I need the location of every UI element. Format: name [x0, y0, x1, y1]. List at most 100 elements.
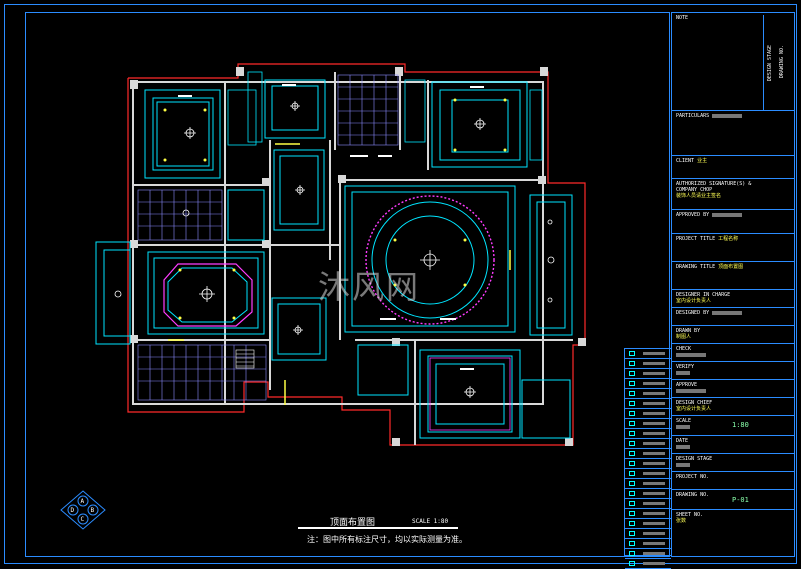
legend-row — [625, 529, 671, 539]
accent-lines — [168, 143, 511, 405]
chandelier-icon — [629, 411, 635, 416]
tb-approved: APPROVED BY — [672, 209, 794, 220]
legend-row — [625, 409, 671, 419]
title-underline — [298, 527, 458, 529]
drawing-border-inner — [25, 12, 670, 557]
plan-title: 顶面布置图 — [330, 518, 376, 528]
tb-drawno: DRAWING NO.P-01 — [672, 489, 794, 509]
tb-check: CHECK — [672, 343, 794, 360]
legend-row — [625, 449, 671, 459]
tb-vertical-strip: DESIGN STAGE DRAWING NO. — [763, 15, 792, 110]
room-corridor — [273, 149, 325, 231]
tb-vertical-stage: DESIGN STAGE — [767, 45, 773, 82]
room-dining — [147, 251, 265, 335]
lamp-icon — [629, 351, 635, 356]
tb-designed: DESIGNED BY — [672, 307, 794, 318]
legend-row — [625, 439, 671, 449]
dining-octagon-trim — [163, 263, 253, 327]
legend-row — [625, 539, 671, 549]
legend-row — [625, 489, 671, 499]
ceiling-lamps — [114, 101, 555, 398]
light-strip-icon — [629, 471, 635, 476]
legend-row — [625, 509, 671, 519]
legend-row — [625, 469, 671, 479]
downlight-icon — [629, 401, 635, 406]
legend-row — [625, 459, 671, 469]
tb-sheetno: SHEET NO.张数 — [672, 509, 794, 526]
sensor-icon — [629, 511, 635, 516]
title-block: NOTE DESIGN STAGE DRAWING NO. PARTICULAR… — [671, 12, 795, 557]
compass-label-a: A — [81, 498, 85, 505]
speaker-icon — [629, 521, 635, 526]
spotlight-icon — [629, 381, 635, 386]
tb-approve: APPROVE — [672, 379, 794, 396]
access-hatch-icon — [629, 541, 635, 546]
legend-row — [625, 549, 671, 559]
legend-row — [625, 429, 671, 439]
room-bathroom-2 — [271, 297, 327, 361]
legend-row — [625, 389, 671, 399]
room-tiled-left — [137, 189, 223, 241]
legend-row — [625, 479, 671, 489]
room-living — [344, 185, 516, 333]
downlight-icon — [629, 391, 635, 396]
tb-client: CLIENT 业主 — [672, 155, 794, 166]
room-kitchen — [357, 344, 571, 439]
legend-row — [625, 379, 671, 389]
dimension-labels — [178, 84, 484, 370]
spot-lights — [163, 98, 507, 320]
fan-icon — [629, 431, 635, 436]
tb-stage: DESIGN STAGE — [672, 453, 794, 470]
drawing-number: P-01 — [732, 496, 749, 504]
legend-table — [624, 348, 672, 569]
sensor-icon — [629, 501, 635, 506]
panel-icon — [629, 491, 635, 496]
tb-note: NOTE — [676, 15, 689, 21]
legend-row — [625, 499, 671, 509]
tb-projno: PROJECT NO. — [672, 471, 794, 482]
stairs — [235, 349, 255, 369]
legend-row — [625, 349, 671, 359]
compass-label-d: D — [71, 507, 75, 514]
tb-particulars: PARTICULARS — [672, 110, 794, 121]
access-hatch-icon — [629, 551, 635, 556]
compass-symbol: A D B C — [60, 490, 106, 530]
watermark-text: 沐风网 — [318, 268, 421, 306]
plan-scale: SCALE 1:80 — [412, 518, 449, 525]
room-study — [419, 349, 521, 439]
vent-icon — [629, 441, 635, 446]
scale-value: 1:80 — [732, 421, 749, 429]
legend-row — [625, 399, 671, 409]
room-storage — [227, 189, 265, 241]
tb-vertical-drawno: DRAWING NO. — [779, 45, 785, 79]
panel-icon — [629, 481, 635, 486]
tb-project: PROJECT TITLE 工程名称 — [672, 233, 794, 244]
room-balcony-left — [95, 241, 131, 345]
legend-row — [625, 359, 671, 369]
lamp-icon — [629, 361, 635, 366]
wall-columns — [130, 67, 586, 446]
compass-label-b: B — [91, 507, 95, 514]
speaker-icon — [629, 531, 635, 536]
drawing-border-outer — [4, 4, 797, 564]
tb-verify: VERIFY — [672, 361, 794, 378]
tb-drawing-title: DRAWING TITLE 顶面布置图 — [672, 261, 794, 272]
light-strip-icon — [629, 461, 635, 466]
exterior-wall — [127, 63, 586, 446]
legend-row — [625, 519, 671, 529]
plan-note: 注：图中所有标注尺寸，均以实际测量为准。 — [307, 535, 467, 544]
room-tiled-top — [337, 74, 399, 146]
vent-icon — [629, 451, 635, 456]
room-balcony-right — [529, 194, 573, 336]
legend-row — [625, 419, 671, 429]
room-tiled-bottom — [137, 344, 267, 401]
room-bedroom-2 — [431, 81, 528, 168]
compass-label-c: C — [81, 516, 85, 523]
spotlight-icon — [629, 371, 635, 376]
